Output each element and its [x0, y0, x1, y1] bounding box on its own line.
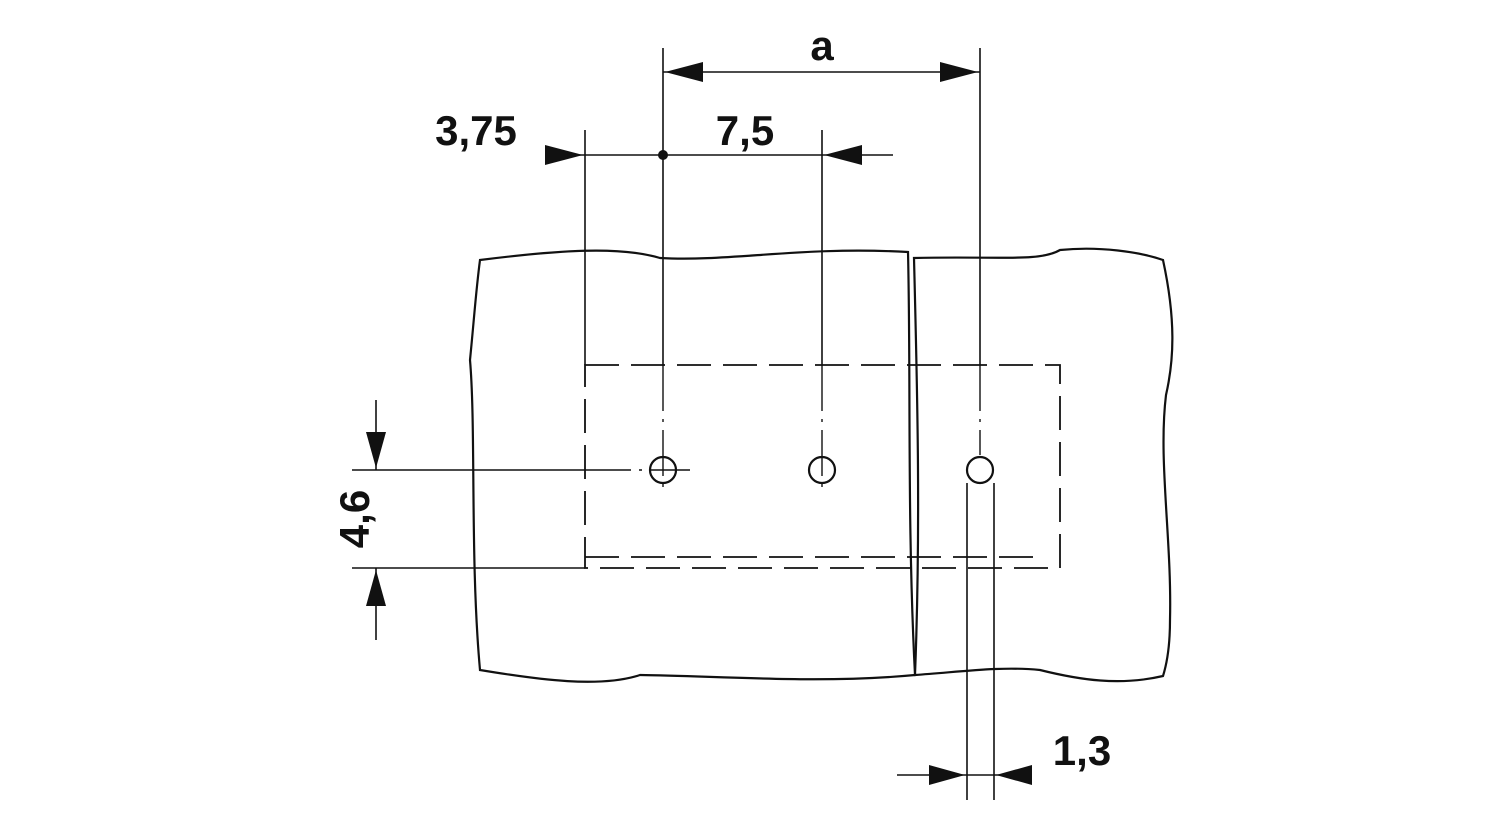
arrowhead-a-left [665, 62, 703, 82]
dimension-label-width: 1,3 [1053, 727, 1111, 774]
drill-hole-3 [965, 455, 995, 485]
dimension-label-pitch: 7,5 [716, 107, 774, 154]
dimension-origin-dot [658, 150, 668, 160]
arrowhead-height-top [366, 432, 386, 468]
arrowhead-width-left [929, 765, 965, 785]
board-outline-right [912, 247, 1174, 683]
board-outline-left [468, 249, 917, 683]
arrowhead-offset [545, 145, 583, 165]
drill-hole-2 [807, 455, 837, 485]
dimension-label-a: a [810, 22, 834, 69]
dimension-label-height: 4,6 [331, 490, 378, 548]
drill-hole-1 [648, 455, 678, 485]
arrowhead-width-right [996, 765, 1032, 785]
component-footprint-dashed [584, 364, 1061, 569]
arrowhead-a-right [940, 62, 978, 82]
arrowhead-pitch [824, 145, 862, 165]
dimension-label-offset: 3,75 [435, 107, 517, 154]
arrowhead-height-bottom [366, 570, 386, 606]
